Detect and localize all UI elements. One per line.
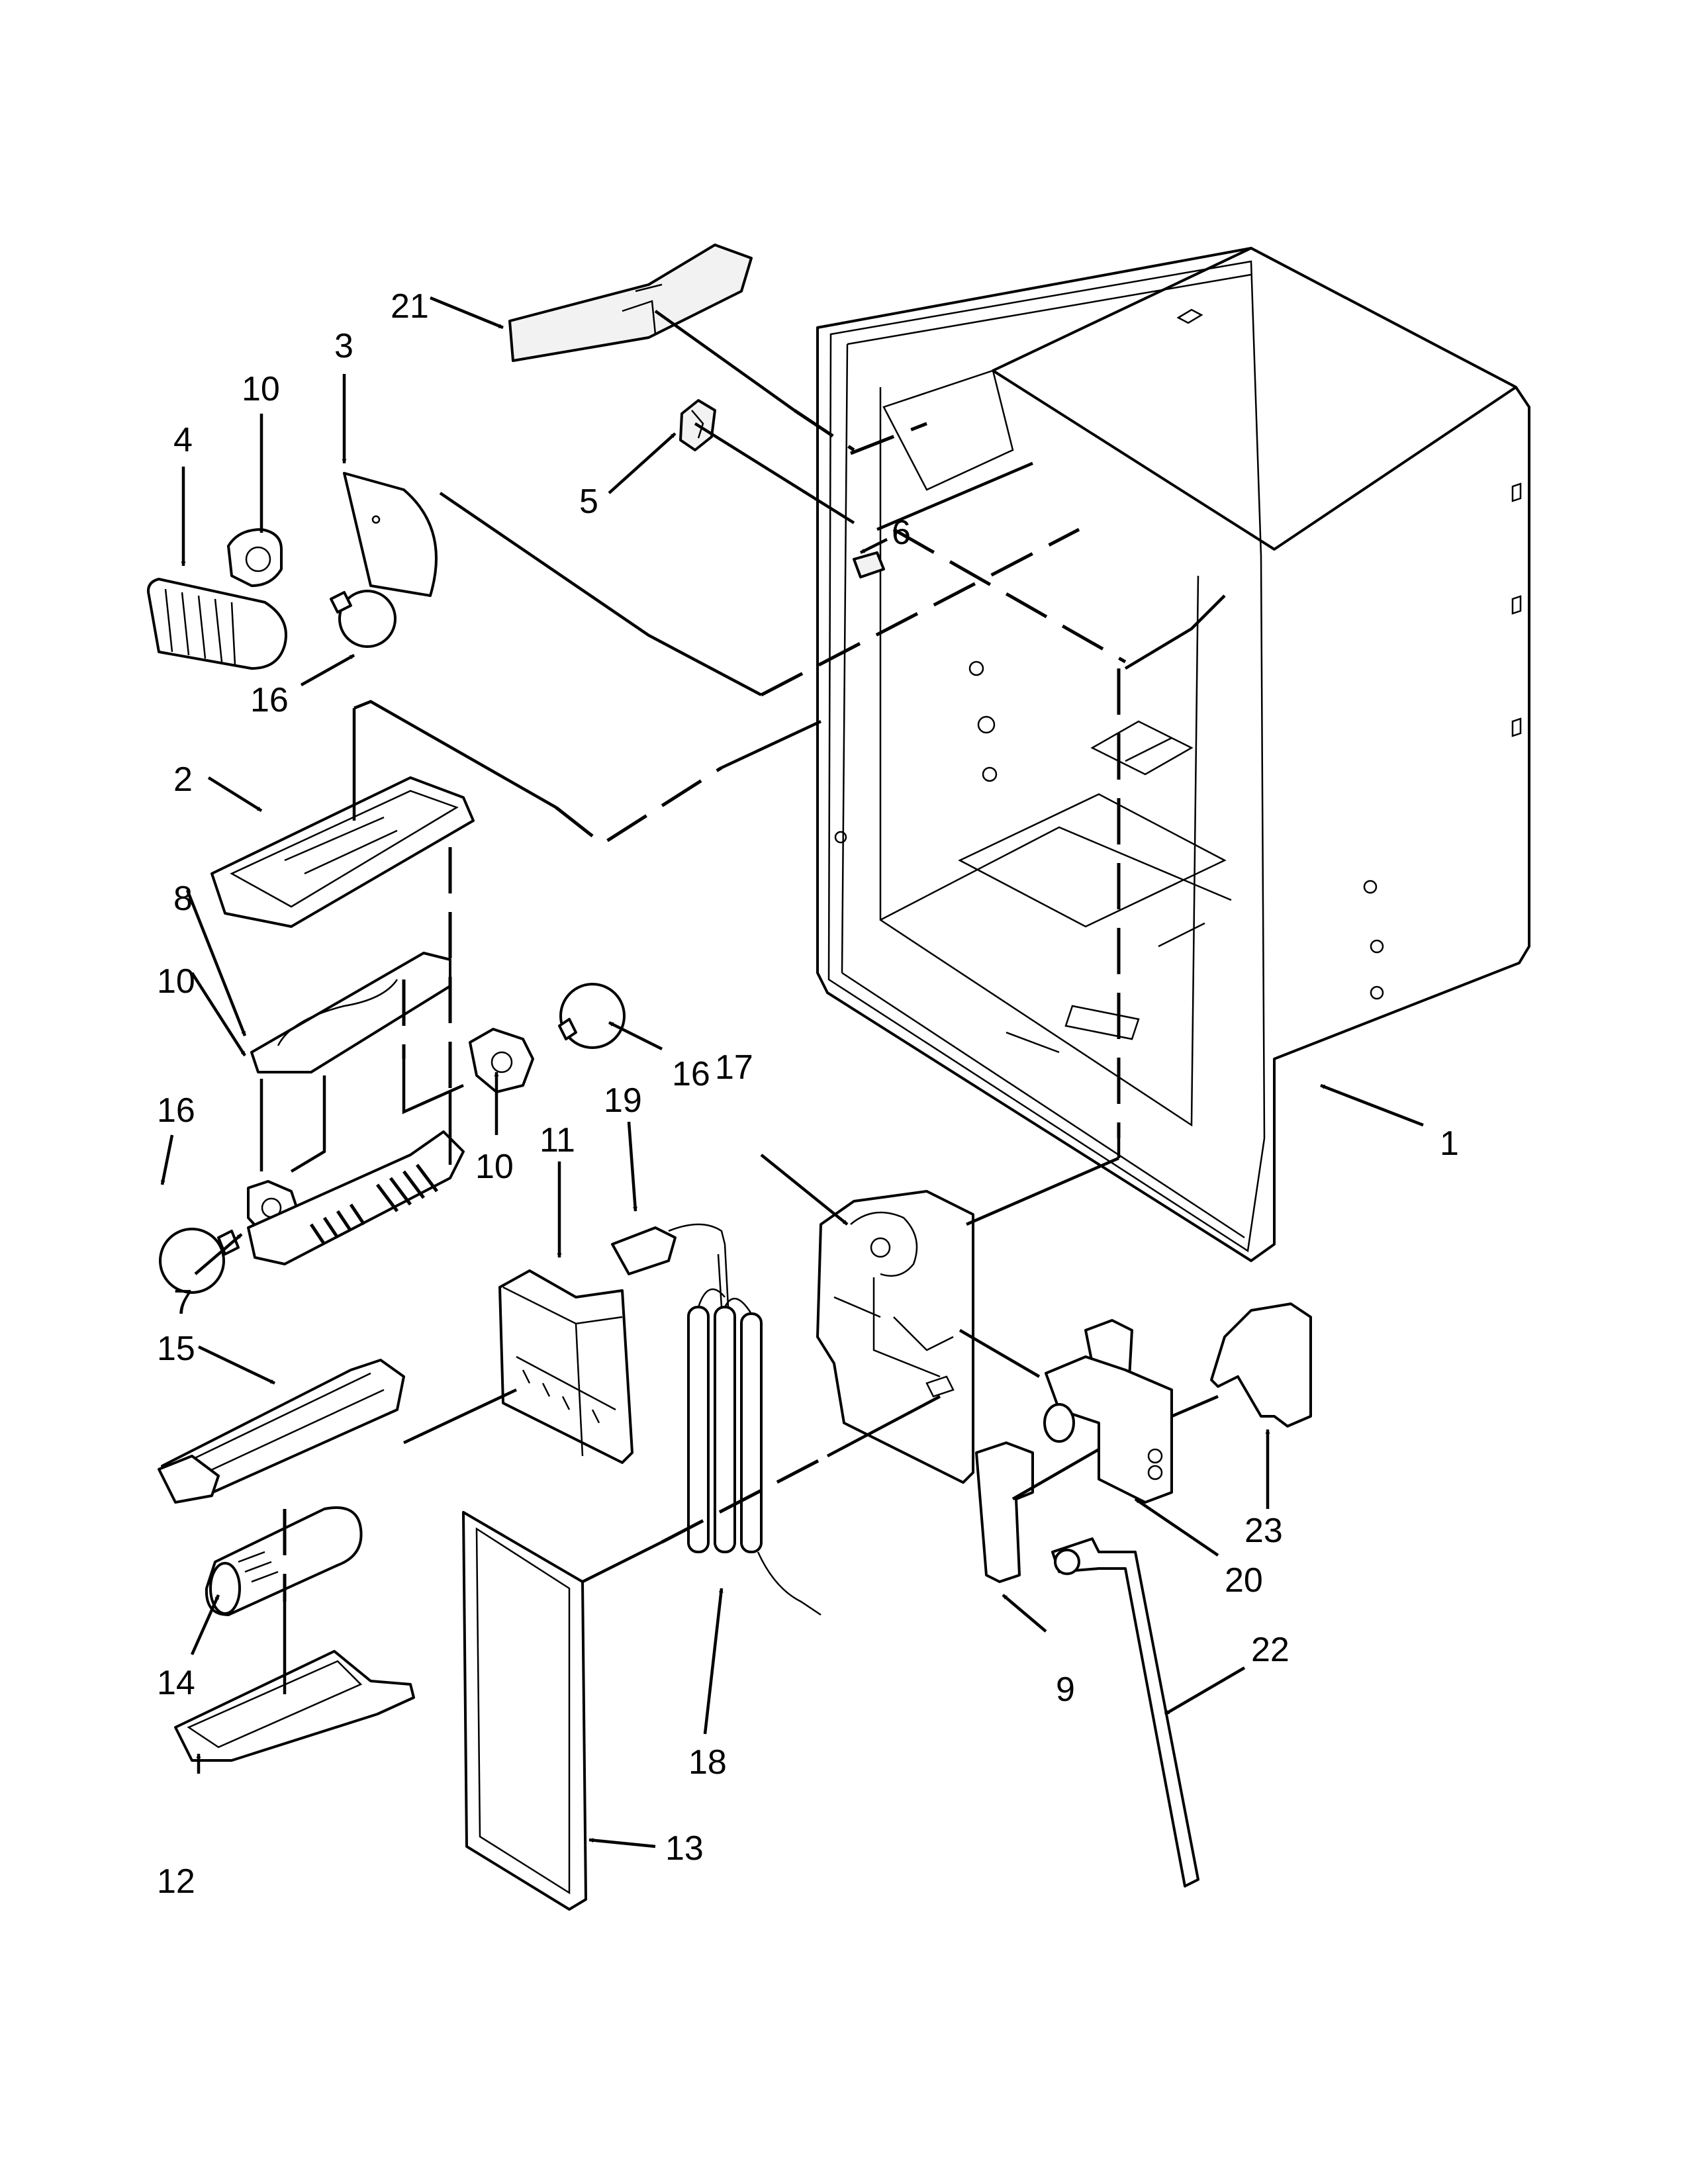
part-12-filter-cover [174,1650,415,1762]
callout-arrows [160,296,1424,1848]
callout-16-left: 16 [157,1091,195,1130]
part-16-bulb-top [330,590,397,648]
callout-11: 11 [539,1121,575,1160]
part-23-bracket [1210,1302,1312,1428]
connector-lines [259,310,1226,1694]
callout-8: 8 [173,880,193,918]
callout-14: 14 [157,1664,195,1702]
part-2-housing [211,776,475,928]
part-15-filter-housing [158,1359,405,1504]
callout-21: 21 [391,287,429,326]
callout-16-top: 16 [250,681,289,719]
part-21-drip-tray [508,244,753,362]
callout-3: 3 [334,327,353,365]
callout-13: 13 [665,1829,704,1868]
part-13-panel [462,1511,587,1911]
callout-7: 7 [173,1283,193,1322]
callout-labels: 1 2 3 4 5 6 7 8 9 10 10 10 11 12 13 14 1… [157,287,1459,1901]
callout-1: 1 [1440,1124,1459,1163]
callout-23: 23 [1244,1512,1283,1550]
callout-6: 6 [892,514,911,552]
part-19-fitting [611,1223,726,1275]
part-16-bulb-left [159,1228,240,1294]
callout-20: 20 [1225,1561,1263,1600]
part-7-cover [247,1130,465,1265]
part-9-clip [975,1441,1034,1583]
part-14-filter [205,1506,363,1616]
callout-10-left: 10 [157,962,195,1001]
callout-22: 22 [1251,1631,1289,1669]
part-18-tube-assembly [687,1244,821,1616]
part-3-shield [343,472,438,597]
callout-15: 15 [157,1330,195,1368]
part-22-tube [1051,1537,1199,1888]
part-4-lens [147,578,287,670]
part-17-bracket [816,1190,974,1484]
callout-17: 17 [715,1048,753,1087]
callout-9: 9 [1056,1670,1075,1709]
part-20-water-valve [1043,1319,1173,1504]
part-8-housing [250,952,451,1073]
part-10-socket-top [227,528,283,587]
liner-cabinet [816,247,1530,1262]
callout-2: 2 [173,760,193,799]
part-6-clip [853,551,885,578]
callout-10-mid: 10 [475,1148,514,1186]
callout-4: 4 [173,421,193,459]
callout-10-top: 10 [242,370,280,408]
part-11-chute [498,1269,633,1464]
callout-16-right: 16 [672,1055,710,1093]
callout-19: 19 [604,1081,642,1120]
callout-5: 5 [579,482,598,521]
callout-12: 12 [157,1862,195,1901]
part-16-bulb-right [558,983,626,1049]
part-10-socket-mid [469,1028,534,1093]
callout-18: 18 [688,1743,727,1782]
